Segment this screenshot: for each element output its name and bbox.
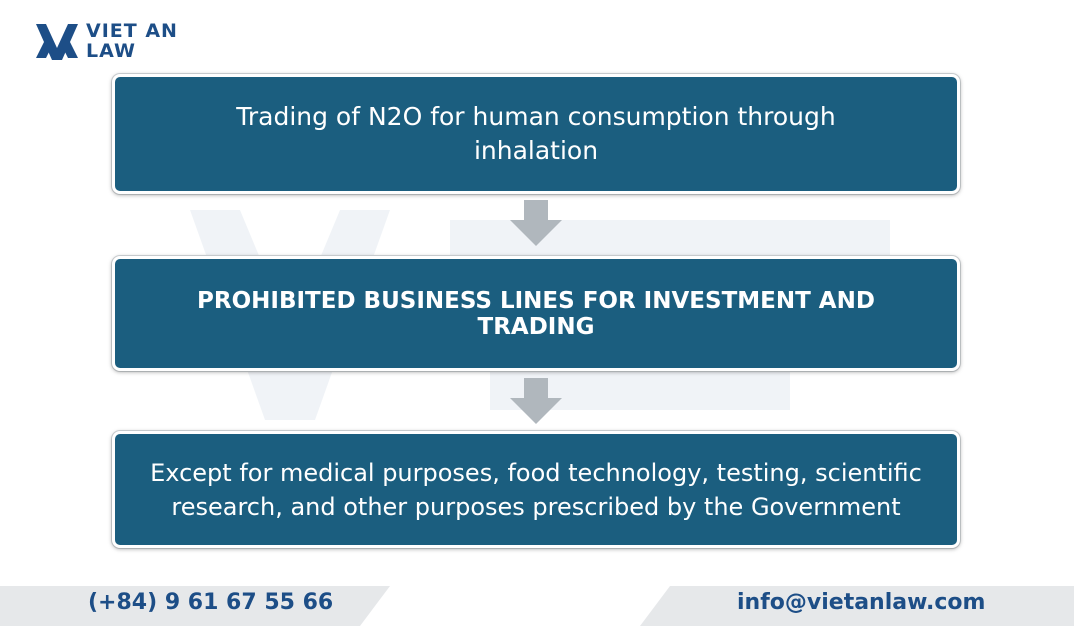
viet-an-logo-icon bbox=[36, 24, 78, 60]
flow-step-prohibited-business-lines: PROHIBITED BUSINESS LINES FOR INVESTMENT… bbox=[112, 256, 960, 371]
company-logo: VIET AN LAW bbox=[34, 18, 178, 64]
logo-line-1: VIET AN bbox=[86, 20, 178, 42]
flow-step-3-text: Except for medical purposes, food techno… bbox=[150, 458, 922, 521]
down-arrow-icon bbox=[510, 378, 562, 424]
flow-step-2-text: PROHIBITED BUSINESS LINES FOR INVESTMENT… bbox=[197, 287, 875, 340]
contact-phone[interactable]: (+84) 9 61 67 55 66 bbox=[88, 590, 334, 615]
down-arrow-icon bbox=[510, 200, 562, 246]
flow-step-trading-n2o: Trading of N2O for human consumption thr… bbox=[112, 74, 960, 194]
contact-email[interactable]: info@vietanlaw.com bbox=[737, 590, 986, 615]
flow-step-1-text: Trading of N2O for human consumption thr… bbox=[236, 102, 836, 165]
logo-text: VIET AN LAW bbox=[86, 21, 178, 61]
footer-band-left bbox=[0, 586, 390, 626]
flow-step-exceptions: Except for medical purposes, food techno… bbox=[112, 431, 960, 548]
footer-band-right bbox=[640, 586, 1074, 626]
logo-line-2: LAW bbox=[86, 40, 136, 62]
